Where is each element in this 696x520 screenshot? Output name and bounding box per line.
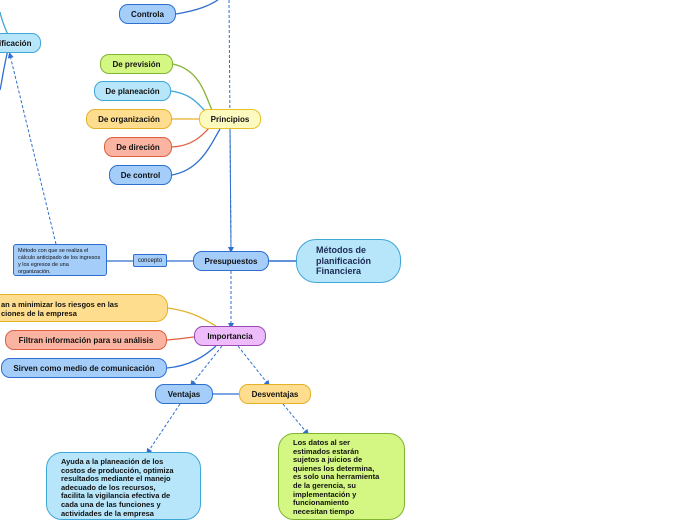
line-filtran: [166, 336, 195, 341]
node-desventajas-text[interactable]: Los datos al ser estimados estarán sujet…: [278, 433, 405, 520]
node-metodos[interactable]: Métodos de planificación Financiera: [296, 239, 401, 283]
node-de-direcion[interactable]: De direción: [104, 137, 172, 157]
node-presupuestos[interactable]: Presupuestos: [193, 251, 269, 271]
line-controla: [175, 0, 219, 15]
line-planificacion-top: [0, 49, 9, 91]
line-sirven: [166, 345, 217, 369]
line-desventajas-text: [282, 403, 309, 436]
node-planificacion-top[interactable]: ificación: [0, 33, 41, 53]
node-concepto[interactable]: concepto: [133, 254, 167, 267]
line-ventajas-text: [146, 403, 181, 455]
line-riesgos: [167, 307, 217, 327]
node-importancia[interactable]: Importancia: [194, 326, 266, 346]
line-planeacion: [170, 90, 207, 113]
line-main-solid: [229, 128, 232, 251]
node-de-planeacion[interactable]: De planeación: [94, 81, 171, 101]
node-de-prevision[interactable]: De previsión: [100, 54, 173, 74]
node-de-organizacion[interactable]: De organización: [86, 109, 172, 129]
line-direcion: [171, 126, 211, 148]
node-filtran[interactable]: Filtran información para su análisis: [5, 330, 167, 350]
node-ventajas-text[interactable]: Ayuda a la planeación de los costos de p…: [46, 452, 201, 520]
node-ventajas[interactable]: Ventajas: [155, 384, 213, 404]
node-de-control[interactable]: De control: [109, 165, 172, 185]
line-ventajas: [190, 345, 223, 387]
node-riesgos[interactable]: an a minimizar los riesgos en las ciones…: [0, 294, 168, 322]
line-definition-up: [7, 52, 57, 245]
node-principios[interactable]: Principios: [199, 109, 261, 129]
line-prevision: [172, 63, 213, 111]
node-desventajas[interactable]: Desventajas: [239, 384, 311, 404]
line-control: [171, 128, 221, 176]
node-sirven[interactable]: Sirven como medio de comunicación: [1, 358, 167, 378]
node-definicion[interactable]: Método con que se realiza el cálculo ant…: [13, 244, 107, 276]
node-controla[interactable]: Controla: [119, 4, 176, 24]
line-desventajas: [237, 345, 270, 387]
